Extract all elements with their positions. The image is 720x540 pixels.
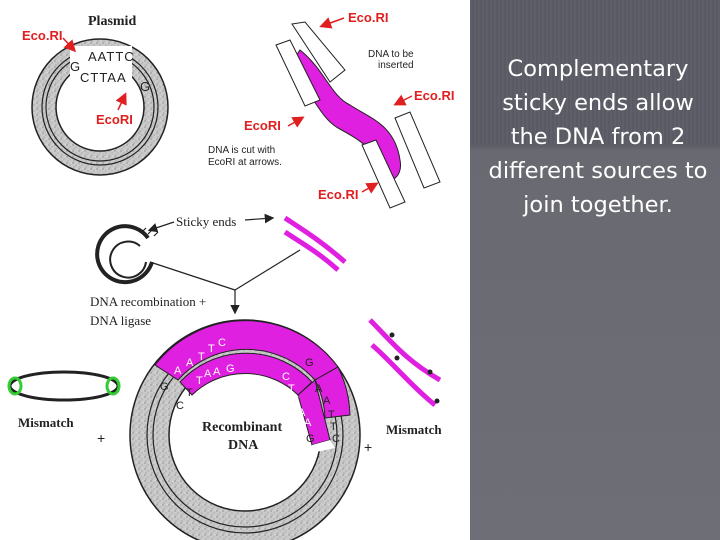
svg-text:T: T [288, 383, 295, 395]
ecori-arrow-insert-bottom [361, 182, 379, 194]
recombinant-plasmid [129, 319, 361, 540]
recombinant-label-line1: Recombinant [202, 420, 282, 435]
caption-panel: Complementary sticky ends allow the DNA … [470, 0, 720, 540]
panel-header-band [470, 0, 720, 145]
recombinant-base-letters: G A A T T C C T T A A G C T T A A G G A … [160, 337, 340, 445]
svg-text:A: A [298, 407, 306, 419]
recombination-label-line2: DNA ligase [90, 313, 151, 328]
svg-text:A: A [213, 366, 221, 378]
ecori-arrow-plasmid [62, 37, 77, 53]
ecori-label-insert-right: Eco.RI [414, 88, 454, 103]
ecori-arrow-plasmid-inner [115, 92, 127, 111]
ecori-arrow-insert-right [393, 94, 413, 106]
svg-text:T: T [292, 395, 299, 407]
plasmid-title: Plasmid [88, 14, 136, 29]
ecori-label-insert-top: Eco.RI [348, 10, 388, 25]
recombinant-label-line2: DNA [228, 438, 259, 453]
ecori-label-plasmid: Eco.RI [22, 28, 62, 43]
plasmid-bottom-strand: CTTAA [80, 70, 127, 85]
ecori-arrow-insert-top [319, 17, 345, 29]
plasmid-bottom-right-base: G [140, 79, 150, 94]
svg-text:T: T [330, 421, 337, 433]
svg-text:T: T [196, 375, 203, 387]
svg-text:A: A [186, 357, 194, 369]
cut-note-line2: EcoRI at arrows. [208, 157, 282, 168]
svg-text:C: C [218, 337, 226, 349]
recombinant-dna-diagram: Plasmid Eco.RI G AATTC CTTAA G EcoRI Eco… [7, 10, 454, 540]
mismatch-label-left: Mismatch [18, 415, 74, 430]
svg-text:G: G [160, 381, 169, 393]
sticky-insert-fragment [283, 215, 347, 272]
recombination-label-line1: DNA recombination + [90, 294, 206, 309]
ecori-label-insert-mid: EcoRI [244, 118, 281, 133]
svg-text:A: A [323, 395, 331, 407]
cut-note-line1: DNA is cut with [208, 145, 275, 156]
sticky-arrow-left [147, 221, 175, 233]
mismatch-plasmid-left [7, 370, 121, 402]
svg-text:C: C [176, 400, 184, 412]
caption-text: Complementary sticky ends allow the DNA … [488, 56, 708, 218]
svg-text:A: A [174, 365, 182, 377]
merge-lines [149, 249, 301, 315]
svg-text:T: T [198, 351, 205, 363]
svg-text:G: G [305, 357, 314, 369]
ecori-label-insert-bottom: Eco.RI [318, 187, 358, 202]
plasmid-ring [31, 38, 169, 176]
svg-text:A: A [315, 383, 323, 395]
insert-note-line1: DNA to be [368, 49, 414, 60]
insert-note-line2: inserted [378, 60, 414, 71]
svg-text:T: T [208, 343, 215, 355]
mismatch-label-right: Mismatch [386, 422, 442, 437]
ecori-arrow-insert-mid [287, 116, 305, 128]
sticky-ends-label: Sticky ends [176, 214, 236, 229]
plus-right: + [364, 439, 372, 455]
ecori-label-plasmid-inner: EcoRI [96, 112, 133, 127]
svg-text:G: G [226, 363, 235, 375]
plus-left: + [97, 430, 105, 446]
plasmid-top-left-base: G [70, 59, 80, 74]
svg-text:A: A [204, 368, 212, 380]
svg-text:G: G [306, 433, 315, 445]
mismatch-fragment-right [368, 318, 442, 407]
svg-text:T: T [186, 387, 193, 399]
svg-text:C: C [332, 433, 340, 445]
insert-dna-fragment [275, 21, 441, 209]
svg-text:C: C [282, 371, 290, 383]
sticky-arrow-right [244, 213, 275, 224]
svg-text:T: T [328, 409, 335, 421]
svg-text:A: A [304, 417, 312, 429]
plasmid-top-strand: AATTC [88, 49, 135, 64]
cut-plasmid-small [95, 224, 159, 285]
